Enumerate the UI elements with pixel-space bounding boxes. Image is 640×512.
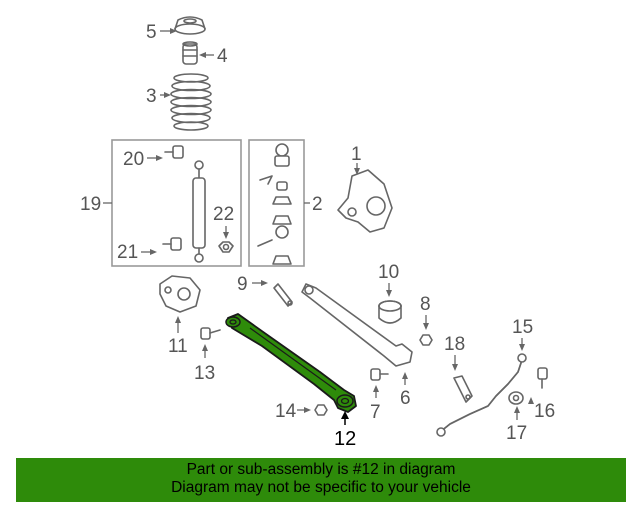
- arrow-15: [519, 344, 525, 351]
- arrow-18: [452, 364, 458, 371]
- callout-2[interactable]: 2: [312, 194, 323, 215]
- arrow-5: [170, 28, 177, 34]
- callout-14[interactable]: 14: [275, 401, 297, 422]
- callout-18[interactable]: 18: [444, 334, 465, 355]
- part-16-bolt[interactable]: [537, 367, 548, 389]
- arrow-17: [514, 406, 520, 413]
- arrow-4: [199, 52, 206, 58]
- callout-17[interactable]: 17: [506, 423, 527, 444]
- arrow-8: [423, 323, 429, 330]
- part-5-spring-seat[interactable]: [174, 16, 206, 35]
- banner-line-1: Part or sub-assembly is #12 in diagram: [186, 461, 456, 478]
- arrow-3: [164, 92, 171, 98]
- callout-15[interactable]: 15: [512, 317, 533, 338]
- arrow-7: [373, 385, 379, 392]
- part-8-nut[interactable]: [419, 334, 433, 346]
- callout-22[interactable]: 22: [213, 204, 234, 225]
- arrow-12: [341, 411, 349, 419]
- part-17-bushing[interactable]: [508, 391, 524, 405]
- callout-20[interactable]: 20: [123, 149, 144, 170]
- callout-12[interactable]: 12: [334, 428, 356, 450]
- part-2-ball-joint-kit[interactable]: [257, 143, 292, 265]
- part-9-link[interactable]: [273, 283, 293, 307]
- arrow-1: [354, 168, 360, 175]
- arrow-10: [386, 290, 392, 297]
- part-20-bolt[interactable]: [164, 145, 184, 159]
- parts-diagram: 5 4 3 19 20: [80, 16, 555, 450]
- arrow-16: [528, 397, 534, 404]
- part-22-nut[interactable]: [218, 241, 234, 253]
- part-15-stabilizer-bar[interactable]: [436, 353, 527, 437]
- part-14-nut[interactable]: [314, 404, 328, 416]
- callout-1[interactable]: 1: [351, 144, 362, 165]
- callout-19[interactable]: 19: [80, 194, 101, 215]
- callout-7[interactable]: 7: [370, 402, 381, 423]
- callout-10[interactable]: 10: [378, 262, 399, 283]
- part-7-bolt[interactable]: [370, 368, 389, 381]
- part-12-lateral-arm[interactable]: [225, 313, 357, 413]
- callout-6[interactable]: 6: [400, 388, 411, 409]
- callout-13[interactable]: 13: [194, 363, 215, 384]
- callout-4[interactable]: 4: [217, 46, 228, 67]
- arrow-11: [175, 316, 181, 323]
- part-19-shock-absorber[interactable]: [192, 160, 206, 263]
- part-13-bolt[interactable]: [200, 327, 221, 340]
- callout-8[interactable]: 8: [420, 294, 431, 315]
- arrow-6: [402, 372, 408, 379]
- arrow-22: [223, 232, 229, 239]
- part-6-control-arm[interactable]: [301, 283, 413, 367]
- part-18-link[interactable]: [453, 375, 473, 403]
- callout-5[interactable]: 5: [146, 22, 157, 43]
- part-10-bushing[interactable]: [378, 300, 402, 324]
- part-1-knuckle[interactable]: [337, 169, 393, 233]
- callout-21[interactable]: 21: [117, 242, 138, 263]
- part-21-bolt[interactable]: [162, 237, 182, 251]
- part-3-coil-spring[interactable]: [170, 73, 212, 131]
- part-11-bracket[interactable]: [159, 275, 201, 313]
- banner-line-2: Diagram may not be specific to your vehi…: [171, 479, 471, 496]
- arrow-13: [202, 344, 208, 351]
- arrow-14: [304, 407, 311, 413]
- callout-3[interactable]: 3: [146, 86, 157, 107]
- callout-11[interactable]: 11: [168, 336, 188, 357]
- arrow-21: [150, 249, 157, 255]
- callout-9[interactable]: 9: [237, 274, 248, 295]
- callout-16[interactable]: 16: [534, 401, 555, 422]
- arrow-20: [156, 155, 163, 161]
- arrow-9: [261, 280, 268, 286]
- part-4-bumper[interactable]: [182, 41, 198, 65]
- info-banner: Part or sub-assembly is #12 in diagram D…: [16, 458, 626, 502]
